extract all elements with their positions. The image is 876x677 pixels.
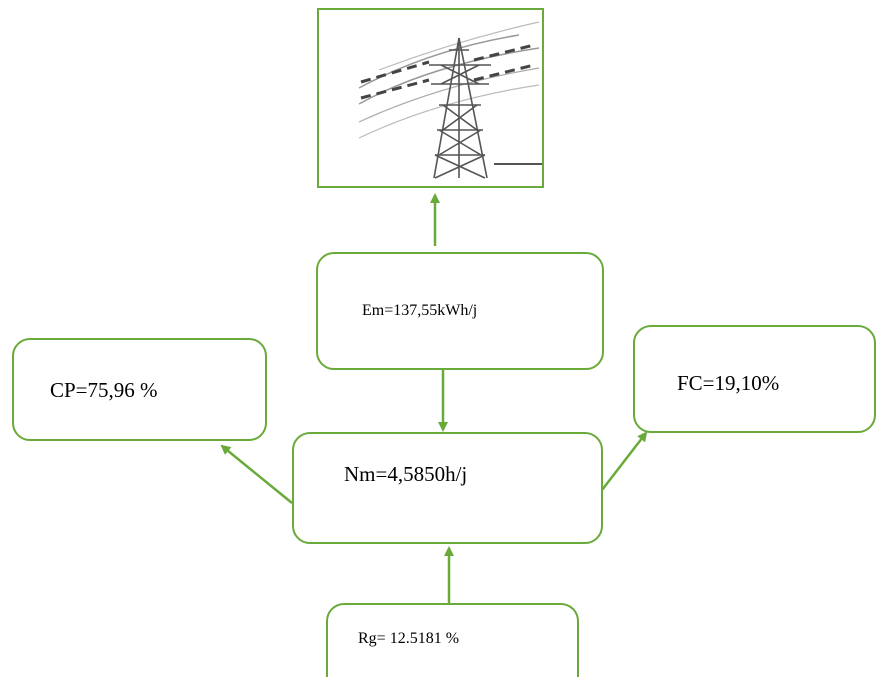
energy-label: Em=137,55kWh/j	[362, 302, 478, 319]
power-transmission-tower-icon	[358, 21, 542, 179]
power-tower-image-frame	[317, 8, 544, 188]
nm-node: Nm=4,5850h/j	[292, 432, 603, 544]
arrow-nm-to-cp	[220, 444, 293, 504]
cp-label: CP=75,96 %	[50, 378, 158, 402]
nm-label: Nm=4,5850h/j	[344, 462, 468, 486]
rg-label: Rg= 12.5181 %	[358, 630, 460, 647]
cp-node: CP=75,96 %	[12, 338, 267, 441]
rg-node: Rg= 12.5181 %	[326, 603, 579, 677]
arrow-nm-to-fc	[601, 431, 648, 491]
fc-node: FC=19,10%	[633, 325, 876, 433]
energy-node: Em=137,55kWh/j	[316, 252, 604, 370]
fc-label: FC=19,10%	[677, 371, 780, 395]
